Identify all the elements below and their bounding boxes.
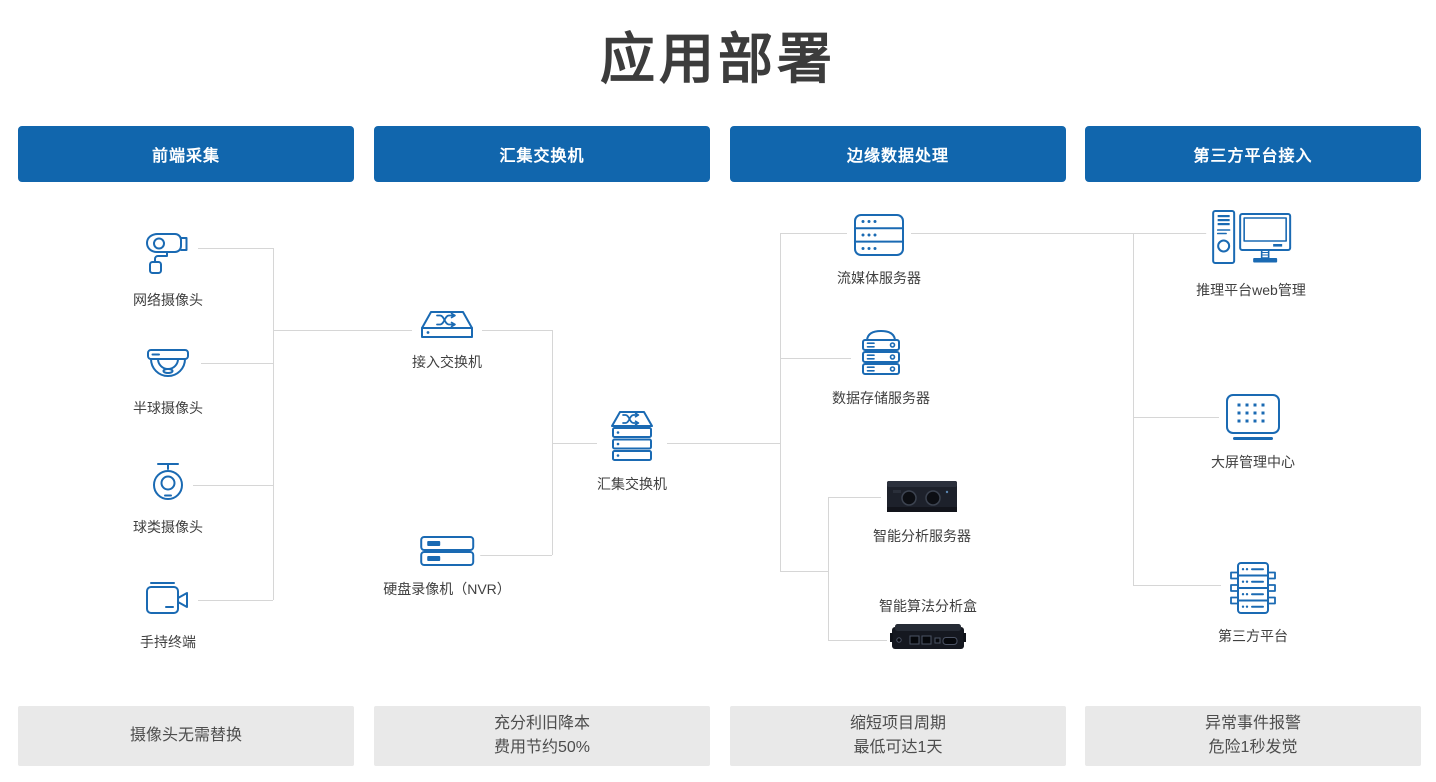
page-title: 应用部署 [599,28,836,90]
rack-server-photo-icon [881,476,963,516]
connector-line [198,363,273,364]
node-label: 球类摄像头 [133,519,203,535]
node-network-camera: 网络摄像头 [133,228,203,310]
connector-line [1133,417,1222,418]
connector-line [1133,233,1134,585]
nvr-icon [414,533,480,569]
ptz-camera-icon [143,459,193,507]
footer-line: 危险1秒发觉 [1208,739,1298,756]
node-label: 智能分析服务器 [873,528,971,544]
column-footer-thirdparty: 异常事件报警 危险1秒发觉 [1085,706,1421,766]
node-label: 流媒体服务器 [837,270,921,286]
node-third-party: 第三方平台 [1218,560,1288,646]
node-label: 硬盘录像机（NVR） [383,581,511,597]
connector-line [195,600,273,601]
switch-icon [412,308,482,342]
camcorder-icon [138,578,198,622]
node-label: 大屏管理中心 [1211,454,1295,470]
footer-line: 异常事件报警 [1204,715,1301,732]
connector-line [477,555,552,556]
connector-line [552,330,553,555]
node-label: 接入交换机 [412,354,482,370]
column-header-thirdparty: 第三方平台接入 [1085,126,1421,182]
node-aggregation-switch: 汇集交换机 [597,408,667,494]
node-streaming-server: 流媒体服务器 [837,212,921,288]
column-footer-switch: 充分利旧降本 费用节约50% [374,706,710,766]
node-label: 推理平台web管理 [1196,282,1306,298]
connector-line [190,485,273,486]
node-label: 汇集交换机 [597,476,667,492]
bullet-camera-icon [138,228,198,280]
node-label: 手持终端 [140,634,196,650]
connector-line [828,497,886,498]
node-screen-center: 大屏管理中心 [1211,392,1295,472]
column-header-edge: 边缘数据处理 [730,126,1066,182]
node-label: 智能算法分析盒 [879,598,977,614]
node-label: 半球摄像头 [133,400,203,416]
connector-line [780,233,1209,234]
edge-box-photo-icon [887,621,969,653]
column-header-switch: 汇集交换机 [374,126,710,182]
node-dome-camera: 半球摄像头 [133,346,203,418]
desktop-computer-icon [1206,208,1296,270]
column-header-frontend: 前端采集 [18,126,354,182]
platform-server-icon [1221,560,1285,616]
node-storage-server: 数据存储服务器 [832,326,930,408]
big-screen-icon [1219,392,1287,442]
node-nvr: 硬盘录像机（NVR） [383,533,511,599]
footer-line: 费用节约50% [493,739,591,756]
connector-line [780,358,854,359]
node-label: 网络摄像头 [133,292,203,308]
connector-line [1133,585,1224,586]
connector-line [828,640,891,641]
node-analysis-server: 智能分析服务器 [873,476,971,546]
storage-server-icon [851,326,911,378]
node-access-switch: 接入交换机 [412,308,482,372]
column-footer-frontend: 摄像头无需替换 [18,706,354,766]
connector-line [780,233,781,571]
footer-line: 充分利旧降本 [493,715,590,732]
node-web-management: 推理平台web管理 [1196,208,1306,300]
node-label: 第三方平台 [1218,628,1288,644]
column-footer-edge: 缩短项目周期 最低可达1天 [730,706,1066,766]
stacked-switch-icon [597,408,667,464]
node-ball-camera: 球类摄像头 [133,459,203,537]
node-analysis-box: 智能算法分析盒 [879,596,977,658]
footer-line: 摄像头无需替换 [129,727,242,744]
node-label: 数据存储服务器 [832,390,930,406]
node-handheld-terminal: 手持终端 [138,578,198,652]
connector-line [194,248,273,249]
connector-line [780,571,829,572]
dome-camera-icon [135,346,201,388]
footer-line: 缩短项目周期 [849,715,946,732]
footer-line: 最低可达1天 [853,739,943,756]
connector-line [828,497,829,640]
connector-line [273,248,274,600]
server-rack-icon [847,212,911,258]
